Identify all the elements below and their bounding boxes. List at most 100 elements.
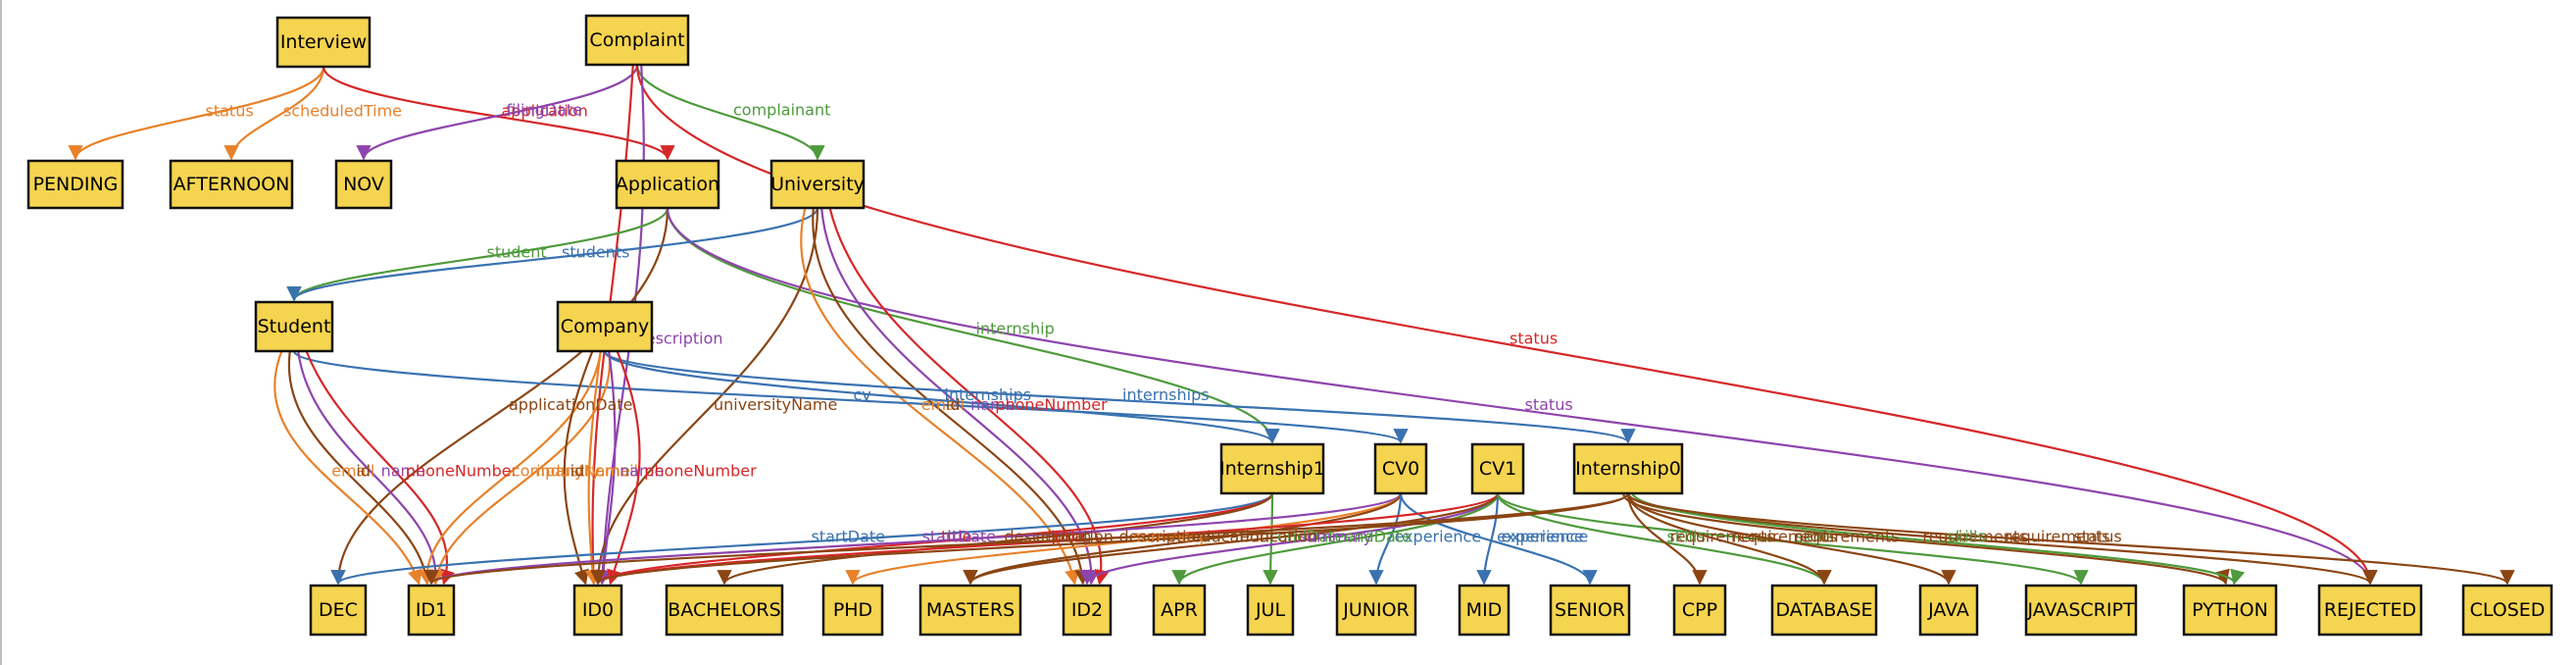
edge-label-name: name: [970, 395, 1015, 414]
node-label: ID2: [1071, 599, 1103, 621]
edge-label-end-date: endDate: [1277, 527, 1344, 545]
edge-label-start-date: startDate: [922, 527, 997, 545]
node-box: [309, 584, 368, 637]
node-label: MASTERS: [926, 599, 1015, 621]
edge-cv0-start-date-id1: [423, 492, 1403, 586]
edge-internship1-title-id0: [590, 492, 1274, 586]
node-box: [918, 584, 1022, 637]
node-company[interactable]: Company: [556, 300, 654, 353]
node-dec[interactable]: DEC: [309, 584, 368, 637]
edge-label-education: education: [1240, 527, 1317, 545]
edge-label-requirements: requirements: [2006, 527, 2110, 545]
node-box: [2461, 584, 2553, 637]
node-apr[interactable]: APR: [1152, 584, 1207, 637]
edge-internship0-requirements-python: [1622, 492, 2230, 586]
node-label: JAVASCRIPT: [2026, 599, 2134, 621]
node-box: [1672, 584, 1727, 637]
node-label: Interview: [280, 31, 367, 53]
node-label: PENDING: [33, 174, 119, 195]
node-label: Application: [616, 174, 719, 195]
edge-application-application-date-dec: [330, 207, 669, 586]
node-masters[interactable]: MASTERS: [918, 584, 1022, 637]
node-closed[interactable]: CLOSED: [2461, 584, 2553, 637]
edge-label-cv: cv: [854, 385, 871, 404]
node-python[interactable]: PYTHON: [2182, 584, 2278, 637]
node-box: [2024, 584, 2138, 637]
node-bachelors[interactable]: BACHELORS: [665, 584, 784, 637]
node-database[interactable]: DATABASE: [1770, 584, 1878, 637]
node-box: [1918, 584, 1979, 637]
edge-company-industry-id1: [428, 350, 611, 586]
edge-complaint-filing-date-nov: [356, 64, 639, 161]
edge-label-phone-number: phoneNumber: [644, 461, 757, 480]
edge-label-students: students: [562, 243, 630, 262]
edge-label-description: description: [636, 329, 723, 347]
node-university[interactable]: University: [769, 159, 866, 210]
node-box: [1219, 442, 1325, 495]
edge-label-company-name: companyName: [512, 461, 630, 480]
node-application[interactable]: Application: [615, 159, 720, 210]
edge-label-filing-date: filingDate: [507, 101, 583, 120]
node-id2[interactable]: ID2: [1062, 584, 1113, 637]
edge-label-requirements: requirements: [1670, 527, 1775, 545]
edge-label-id: id: [570, 461, 585, 480]
node-afternoon[interactable]: AFTERNOON: [169, 159, 294, 210]
node-box: [584, 14, 690, 67]
edge-student-email-id1: [273, 350, 422, 586]
node-pending[interactable]: PENDING: [26, 159, 124, 210]
edge-label-experience: experience: [1502, 527, 1589, 545]
edge-label-skills: skills: [1948, 527, 1986, 545]
node-box: [1373, 442, 1428, 495]
node-phd[interactable]: PHD: [821, 584, 884, 637]
edge-application-internship-internship1: [666, 207, 1280, 444]
edge-label-education: education: [1036, 527, 1114, 545]
node-box: [1470, 442, 1525, 495]
node-senior[interactable]: SENIOR: [1549, 584, 1631, 637]
edge-label-education: education: [1192, 527, 1269, 545]
edge-cv1-summary-id2: [1079, 492, 1500, 586]
edge-internship1-end-date-jul: [1263, 492, 1278, 586]
edge-label-id: id: [946, 395, 961, 414]
node-jul[interactable]: JUL: [1246, 584, 1295, 637]
node-internship0[interactable]: Internship0: [1572, 442, 1684, 495]
node-complaint[interactable]: Complaint: [584, 14, 690, 67]
edge-label-email: email: [921, 395, 965, 414]
node-interview[interactable]: Interview: [275, 16, 372, 69]
node-nov[interactable]: NOV: [334, 159, 393, 210]
node-box: [1062, 584, 1113, 637]
node-cpp[interactable]: CPP: [1672, 584, 1727, 637]
edge-label-email: email: [331, 461, 374, 480]
edge-cv0-education-masters: [963, 492, 1403, 586]
edge-label-title: title: [1054, 527, 1084, 545]
edge-university-students-student: [286, 207, 819, 302]
node-rejected[interactable]: REJECTED: [2317, 584, 2423, 637]
edge-internship0-requirements-database: [1626, 492, 1832, 586]
node-label: BACHELORS: [668, 599, 780, 621]
edge-label-application: application: [502, 102, 588, 121]
node-cv0[interactable]: CV0: [1373, 442, 1428, 495]
edge-application-status-rejected: [666, 207, 2378, 586]
edge-company-phone-number-id0: [607, 350, 641, 586]
node-javascript[interactable]: JAVASCRIPT: [2024, 584, 2138, 637]
node-internship1[interactable]: Internship1: [1219, 442, 1325, 495]
edge-label-scheduled-time: scheduledTime: [283, 102, 402, 121]
node-student[interactable]: Student: [254, 300, 334, 353]
edge-internship0-description-id0: [590, 492, 1630, 586]
node-java[interactable]: JAVA: [1918, 584, 1979, 637]
node-box: [169, 159, 294, 210]
node-label: PYTHON: [2192, 599, 2268, 621]
edge-label-end-date: endDate: [1345, 527, 1412, 545]
edge-label-skills: skills: [1796, 527, 1834, 545]
node-id0[interactable]: ID0: [572, 584, 623, 637]
node-cv1[interactable]: CV1: [1470, 442, 1525, 495]
node-label: ID1: [416, 599, 447, 621]
edge-layer: [68, 64, 2515, 586]
node-junior[interactable]: JUNIOR: [1335, 584, 1417, 637]
node-mid[interactable]: MID: [1458, 584, 1511, 637]
node-label: Company: [561, 316, 649, 337]
edge-company-internships-internship0: [603, 350, 1636, 444]
node-id1[interactable]: ID1: [407, 584, 456, 637]
edge-complaint-complainant-university: [635, 64, 825, 161]
node-label: CLOSED: [2470, 599, 2546, 621]
